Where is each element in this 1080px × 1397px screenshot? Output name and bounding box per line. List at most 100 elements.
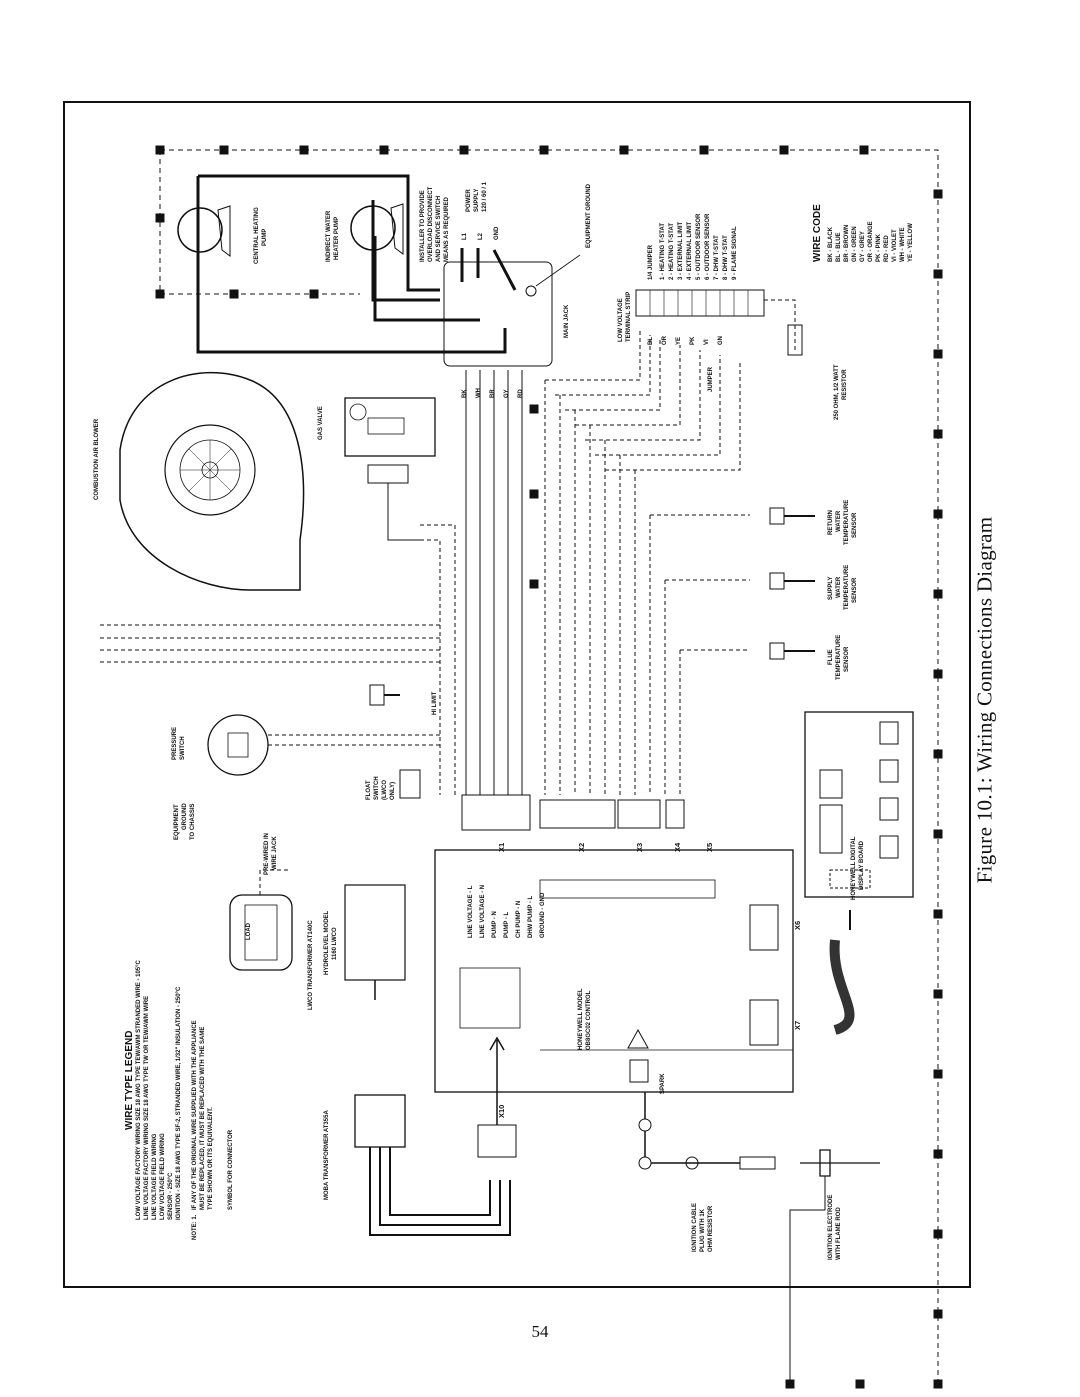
terminal-item: 4 - EXTERNAL LIMIT <box>687 221 693 280</box>
terminal-item: 1 - HEATING T-STAT <box>660 223 666 280</box>
page-number: 54 <box>531 1322 549 1341</box>
legend-note: MUST BE REPLACED, IT MUST BE REPLACED WI… <box>200 1027 206 1210</box>
ground-terminal-row <box>155 145 943 1389</box>
terminal-strip <box>635 289 765 317</box>
connector-x4: X4 <box>673 842 682 852</box>
terminal-item: 5 - OUTDOOR SENSOR <box>696 213 702 280</box>
power-terminal-label: GND <box>494 226 500 240</box>
pump-wiring <box>196 176 507 354</box>
control-terminal: PUMP - N <box>492 911 498 938</box>
wire-code-item: RD - RED <box>884 235 890 262</box>
transformer-label: MOBA TRANSFORMER AT355A <box>324 1110 330 1200</box>
installer-note: OVERLOAD DISCONNECT <box>428 186 434 262</box>
wire-tag: YE <box>676 337 682 345</box>
connector-x1: X1 <box>497 843 506 852</box>
wire-code-title: WIRE CODE <box>812 204 823 262</box>
diagram-frame <box>63 101 971 1288</box>
pre-wired-label: WIRE JACK <box>272 836 278 870</box>
connector-x6: X6 <box>793 921 802 930</box>
control-label: HONEYWELL MODEL <box>578 988 584 1050</box>
flue-sensor-label: TEMPERATURE <box>836 635 842 680</box>
ignition-cable-label: OHM RESISTOR <box>708 1205 714 1252</box>
wire-tag: BR <box>490 389 496 398</box>
ignition-plug-icon <box>739 1156 776 1170</box>
ignition-electrode-icon <box>800 1149 880 1177</box>
low-voltage-bus <box>545 330 741 471</box>
control-label: OB8GC02 CONTROL <box>586 990 592 1050</box>
control-board <box>434 849 794 1093</box>
combustion-blower-housing <box>119 371 305 591</box>
gas-valve-icon <box>344 397 436 457</box>
control-terminal: LINE VOLTAGE - L <box>468 885 474 938</box>
control-terminal: GROUND - GND <box>540 892 546 938</box>
wire-tag: BL <box>648 337 654 345</box>
flue-sensor-label: FLUE <box>828 649 834 665</box>
wire-code-item: BK - BLACK <box>828 226 834 262</box>
wire-tag: PK <box>690 336 696 345</box>
resistor-icon <box>787 324 803 356</box>
connector-x5: X5 <box>705 843 714 852</box>
legend-note-label: NOTE: 1. <box>192 1214 198 1240</box>
lwco-transformer-icon <box>344 884 406 981</box>
installer-note: MEANS AS REQUIRED <box>444 197 450 262</box>
control-terminal: CH PUMP - N <box>516 901 522 938</box>
warning-icon <box>627 1028 649 1049</box>
power-supply-label: POWER <box>466 189 472 212</box>
indirect-pump-label: INDIRECT WATER <box>326 210 332 262</box>
supply-sensor-label: SENSOR <box>852 577 858 603</box>
wire-code-item: PK - PINK <box>876 233 882 262</box>
legend-item: LOW VOLTAGE FACTORY WIRING SIZE 18 AWG T… <box>136 959 142 1220</box>
installer-note: AND SERVICE SWITCH <box>436 196 442 262</box>
pressure-switch-label: PRESSURE <box>172 727 178 760</box>
display-board <box>804 711 914 898</box>
spark-terminal-icon <box>638 1118 652 1132</box>
flue-sensor-label: SENSOR <box>844 646 850 672</box>
blower-fan-icon <box>164 424 256 516</box>
supply-sensor-label: WATER <box>836 576 842 598</box>
chassis-ground-label: GROUND <box>182 803 188 830</box>
pre-wired-label: PRE-WIRED IN <box>264 833 270 875</box>
terminal-item: 7 - DHW T-STAT <box>714 235 720 280</box>
float-switch-label: SWITCH <box>374 776 380 800</box>
return-sensor-label: WATER <box>836 510 842 532</box>
float-switch-icon <box>399 769 421 799</box>
pump-wiring-2 <box>198 174 440 292</box>
return-sensor-label: RETURN <box>828 510 834 535</box>
terminal-item: 3 - EXTERNAL LIMIT <box>678 221 684 280</box>
return-sensor-icon <box>769 507 815 525</box>
connector-x3: X3 <box>635 843 644 852</box>
legend-item: IGNITION - SIZE 18 AWG TYPE SF-2, STRAND… <box>176 986 182 1220</box>
wire-code-item: GY - GREY <box>860 231 866 262</box>
x10-connector <box>477 1124 517 1158</box>
blower-wires <box>100 624 440 663</box>
load-label: LOAD <box>246 922 252 940</box>
lwco-load-block <box>229 894 293 971</box>
terminal-item: 9 - FLAME SIGNAL <box>732 226 738 280</box>
combustion-blower-label: COMBUSTION AIR BLOWER <box>94 418 100 500</box>
central-heating-pump-label: CENTRAL HEATING <box>254 207 260 264</box>
return-sensor-label: SENSOR <box>852 512 858 538</box>
power-terminal-label: L1 <box>462 232 468 240</box>
wire-code-item: BR - BROWN <box>844 225 850 262</box>
terminal-item: 6 - OUTDOOR SENSOR <box>705 213 711 280</box>
wire-tag: GY <box>504 389 510 398</box>
power-supply-label: SUPPLY <box>474 189 480 212</box>
sensor-bus <box>544 380 681 795</box>
pump-wiring-3 <box>371 200 440 302</box>
lwco-transformer-label: LWCO TRANSFORMER AT140C <box>308 920 314 1010</box>
terminal-strip-title: TERMINAL STRIP <box>626 292 632 342</box>
jumper-label: JUMPER <box>708 366 714 392</box>
pressure-switch-label: SWITCH <box>180 736 186 760</box>
legend-item: LINE VOLTAGE FIELD WIRING <box>152 1133 158 1220</box>
central-heating-pump-icon <box>177 207 223 253</box>
power-feed <box>460 248 517 291</box>
terminal-strip-title: LOW VOLTAGE <box>618 298 624 342</box>
control-terminal: LINE VOLTAGE - N <box>480 885 486 938</box>
control-terminal: PUMP - L <box>504 911 510 938</box>
ignition-electrode-label: WITH FLAME ROD <box>836 1207 842 1260</box>
transformer-icon <box>354 1094 406 1148</box>
legend-item: LOW VOLTAGE FIELD WIRING <box>160 1133 166 1220</box>
control-terminal: DHW PUMP - L <box>528 895 534 938</box>
central-heating-pump-label: PUMP <box>262 229 268 246</box>
terminal-strip-note: 1/4 JUMPER <box>648 244 654 280</box>
